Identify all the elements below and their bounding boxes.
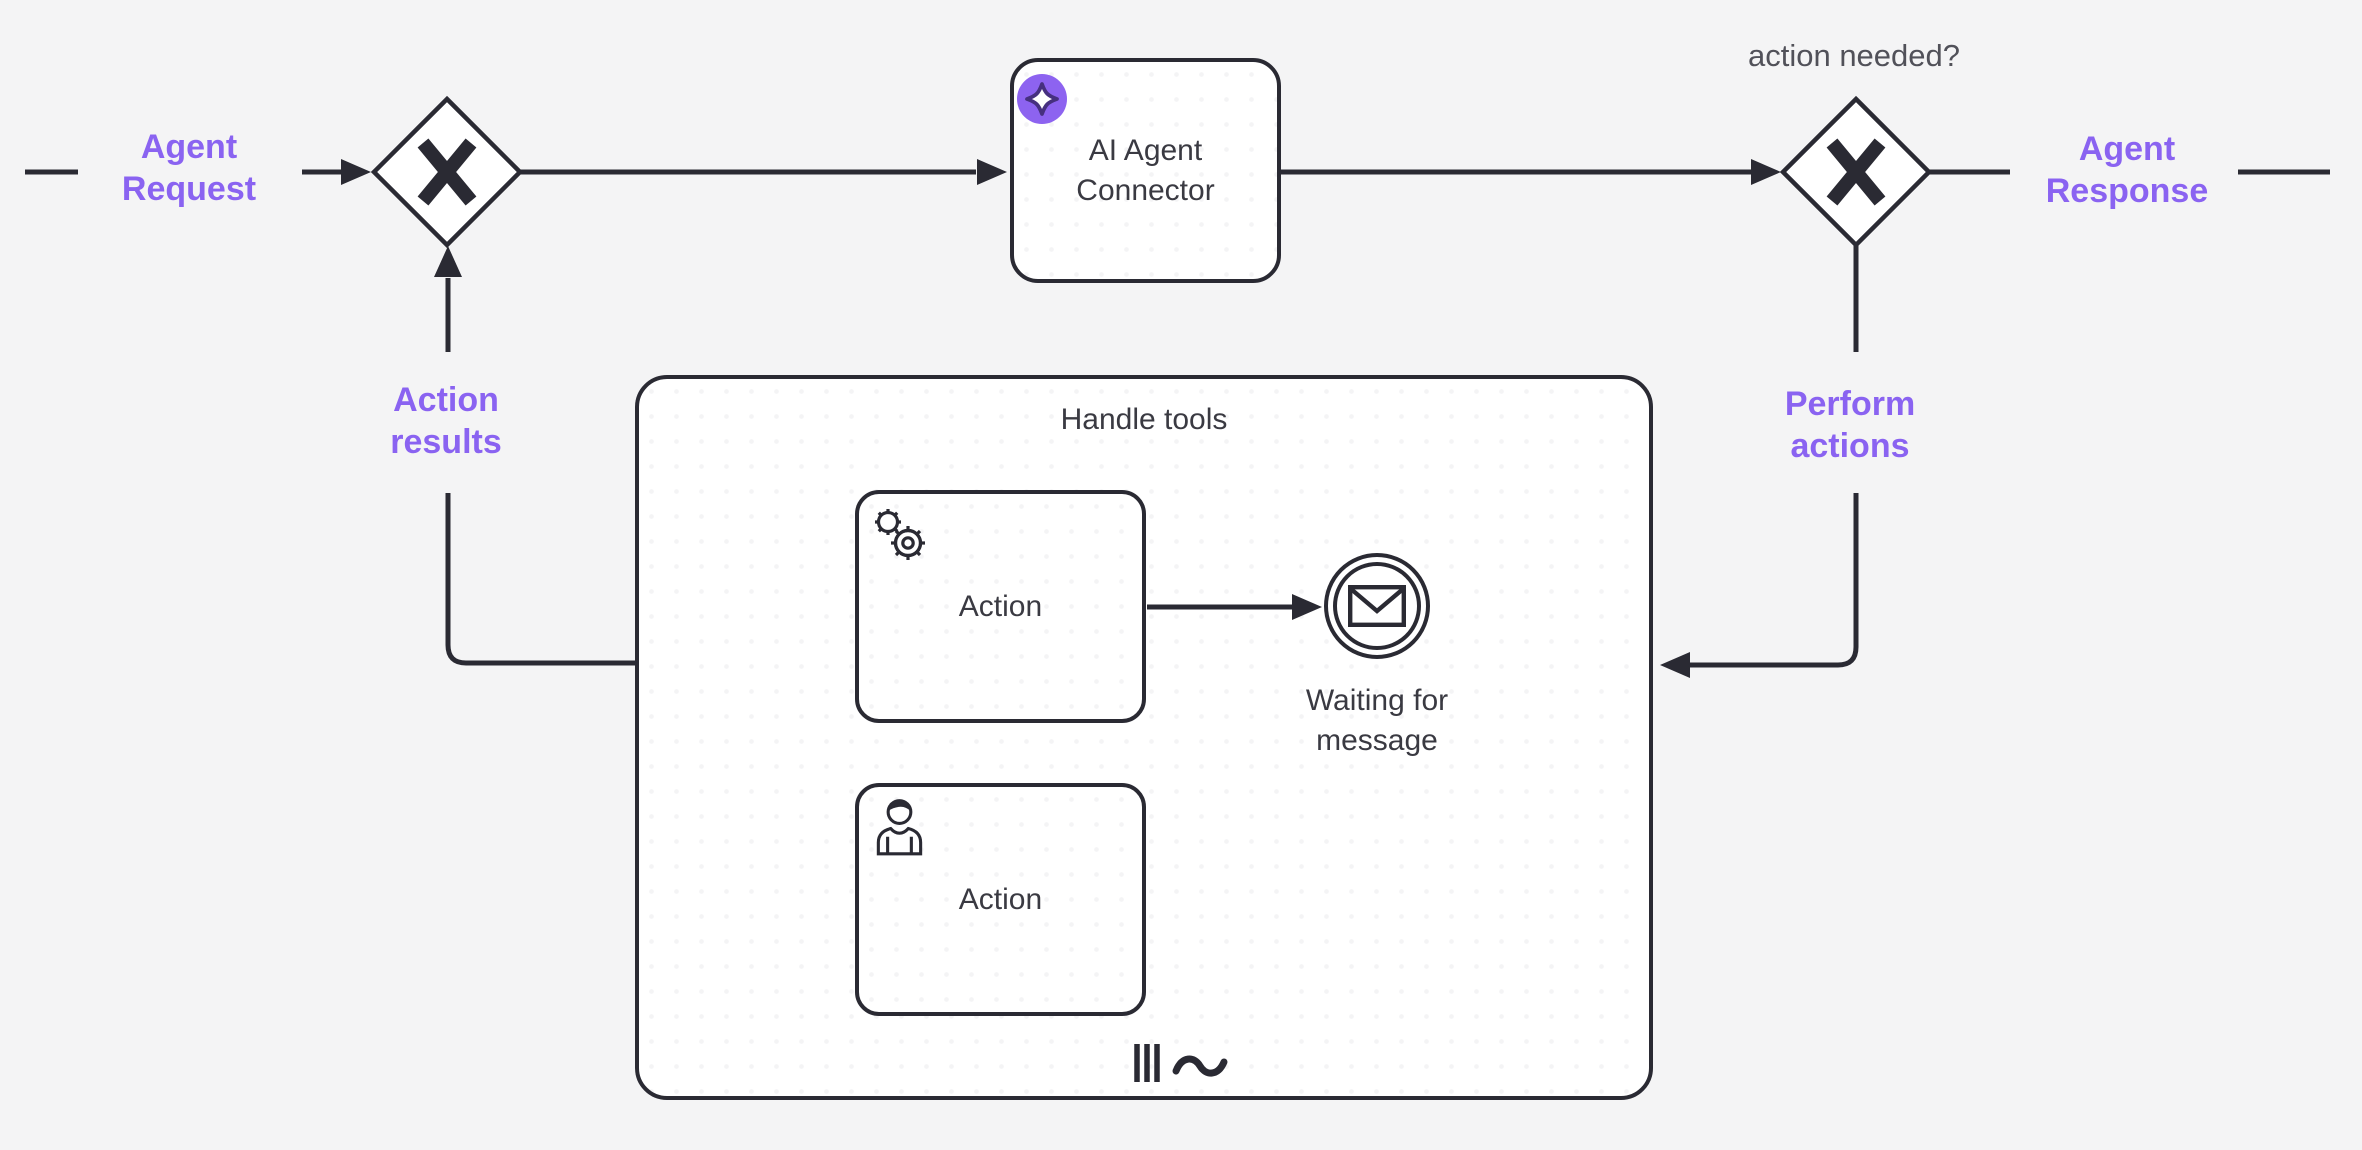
task-label: Action	[958, 589, 1043, 623]
task-ai-agent-connector: AI Agent Connector	[1010, 58, 1281, 283]
task-action-service: Action	[855, 490, 1146, 723]
gateway-right-x-mark	[1826, 138, 1886, 206]
large-gear	[891, 526, 925, 560]
arrowhead-into-left-gateway-bottom	[434, 246, 462, 277]
event-label-waiting-for-message: Waiting for message	[1305, 684, 1449, 757]
subprocess-title: Handle tools	[1060, 403, 1228, 436]
gears-icon	[875, 509, 925, 560]
condition-label-action-needed: action needed?	[1747, 38, 1961, 73]
task-label: Action	[958, 882, 1043, 916]
arrowhead-into-right-gateway	[1751, 159, 1781, 185]
flow-perform-actions-lower	[1690, 493, 1859, 668]
event-waiting-for-message	[1324, 553, 1430, 659]
sparkle-icon	[1017, 74, 1067, 124]
subprocess-handle-tools: Handle tools	[635, 375, 1653, 1100]
edge-label-action-results: Action results	[390, 381, 502, 461]
gateway-left-diamond	[370, 95, 524, 249]
edge-label-agent-response: Agent Response	[2045, 130, 2209, 210]
arrowhead-into-left-gateway	[341, 159, 371, 185]
user-hair	[888, 800, 911, 812]
small-gear	[875, 509, 901, 535]
gateway-left-x-mark	[417, 138, 477, 206]
sparkle-star-shape	[1025, 82, 1059, 116]
gateway-right-diamond	[1779, 95, 1933, 249]
envelope-icon	[1347, 584, 1406, 627]
event-inner-ring	[1332, 561, 1421, 650]
flow-action-results-lower	[445, 493, 635, 666]
task-action-user: Action	[855, 783, 1146, 1016]
edge-label-perform-actions: Perform actions	[1784, 385, 1916, 465]
user-icon	[876, 799, 923, 856]
task-label: AI Agent Connector	[1076, 133, 1215, 207]
user-torso	[876, 826, 923, 856]
arrowhead-into-handle-tools	[1660, 652, 1690, 678]
user-collar-lines	[886, 836, 913, 854]
arrowhead-into-ai-task	[977, 159, 1007, 185]
edge-label-agent-request: Agent Request	[121, 128, 257, 208]
